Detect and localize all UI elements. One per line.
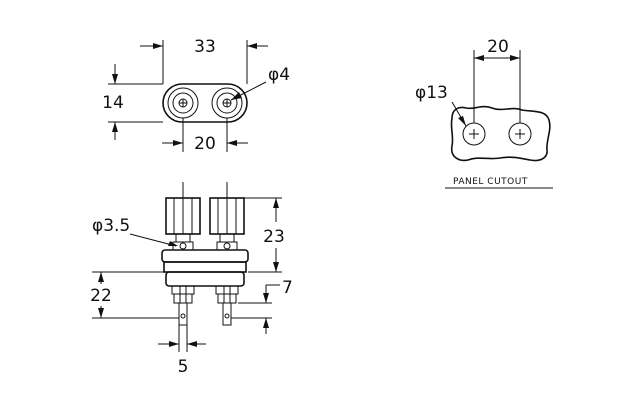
top-view-left-mid-ring bbox=[172, 92, 194, 114]
side-body-top-plate bbox=[161, 249, 249, 263]
top-view: 33 14 20 φ4 bbox=[102, 37, 290, 154]
cutout-dim-hole-phi13: φ13 bbox=[415, 83, 448, 103]
side-dim-pin-5: 5 bbox=[178, 357, 189, 377]
dim-height-14: 14 bbox=[102, 93, 124, 113]
side-right-pin bbox=[222, 302, 232, 326]
panel-outline bbox=[450, 105, 551, 162]
side-dim-cap-height-23: 23 bbox=[263, 227, 285, 247]
side-body-mid-plate bbox=[163, 261, 247, 273]
side-view: 23 22 7 5 φ3.5 bbox=[90, 182, 293, 377]
side-left-pin bbox=[178, 302, 188, 326]
dim-width-33: 33 bbox=[194, 37, 216, 57]
panel-cutout: 20 φ13 PANEL CUTOUT bbox=[415, 37, 553, 189]
side-body-bottom-plate bbox=[165, 271, 245, 287]
dim-hole-phi4: φ4 bbox=[268, 65, 290, 85]
dim-pitch-20: 20 bbox=[194, 134, 216, 154]
panel-cutout-caption: PANEL CUTOUT bbox=[453, 177, 528, 187]
side-dim-hole-phi3-5: φ3.5 bbox=[92, 216, 130, 236]
top-view-right-mid-ring bbox=[216, 92, 238, 114]
side-dim-body-height-22: 22 bbox=[90, 286, 112, 306]
side-dim-terminal-7: 7 bbox=[282, 278, 293, 298]
top-view-plate bbox=[162, 83, 248, 123]
cutout-dim-pitch-20: 20 bbox=[487, 37, 509, 57]
